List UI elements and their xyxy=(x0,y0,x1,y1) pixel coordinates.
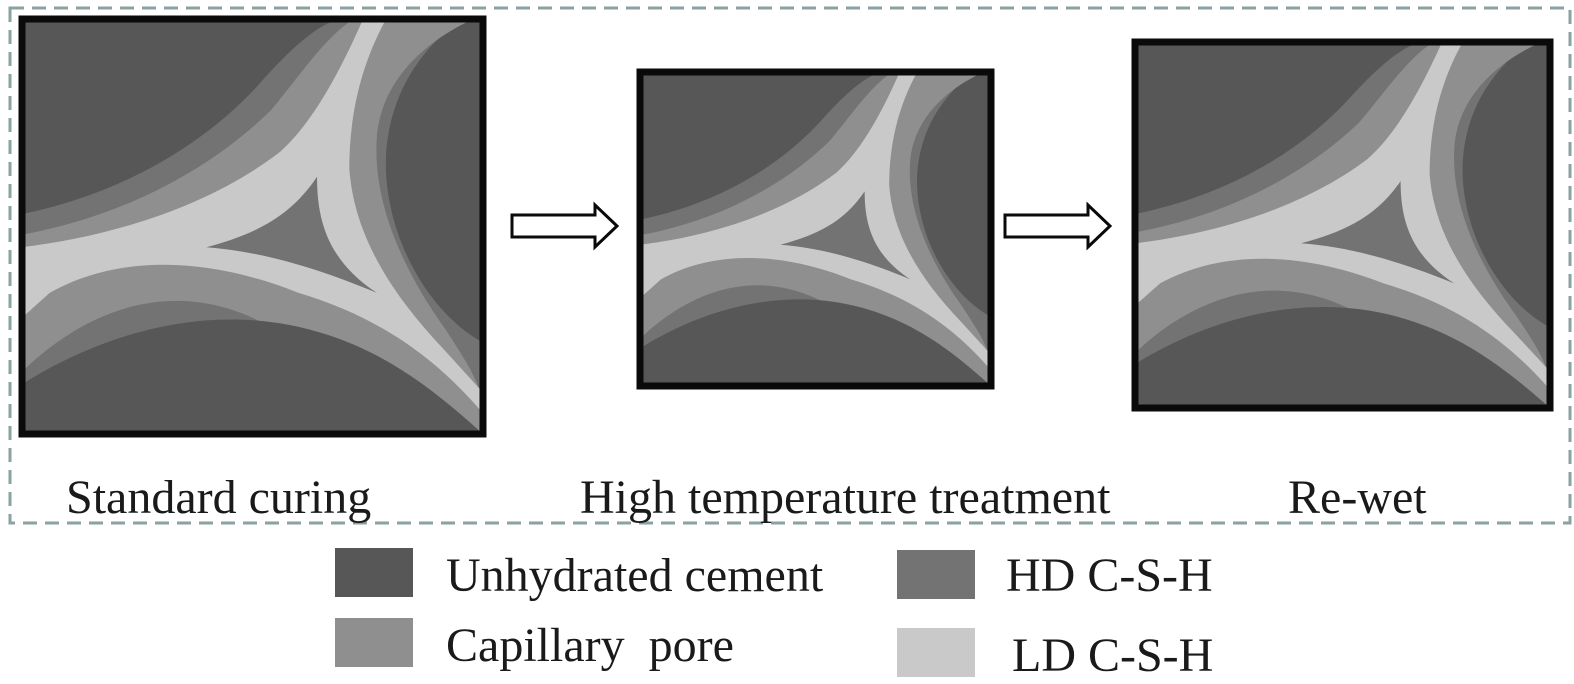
panel-re-wet xyxy=(1131,38,1554,412)
panel-label-high-temperature: High temperature treatment xyxy=(580,471,1111,524)
legend-swatch-ld-csh xyxy=(897,628,975,677)
panel-label-re-wet: Re-wet xyxy=(1288,471,1427,524)
dashed-frame xyxy=(8,6,1572,525)
legend-label-hd-csh: HD C-S-H xyxy=(1006,549,1213,602)
legend-swatch-capillary xyxy=(335,618,413,667)
panel-standard-curing xyxy=(18,15,487,438)
legend-label-capillary: Capillary pore xyxy=(446,619,734,672)
panel-high-temperature xyxy=(636,68,995,390)
right-arrow-icon xyxy=(510,201,620,251)
legend-swatch-hd-csh xyxy=(897,550,975,599)
panel-label-standard-curing: Standard curing xyxy=(66,471,372,524)
legend-label-unhydrated: Unhydrated cement xyxy=(446,549,824,602)
right-arrow-icon xyxy=(1003,201,1113,251)
legend-label-ld-csh: LD C-S-H xyxy=(1012,629,1214,682)
legend-swatch-unhydrated xyxy=(335,548,413,597)
